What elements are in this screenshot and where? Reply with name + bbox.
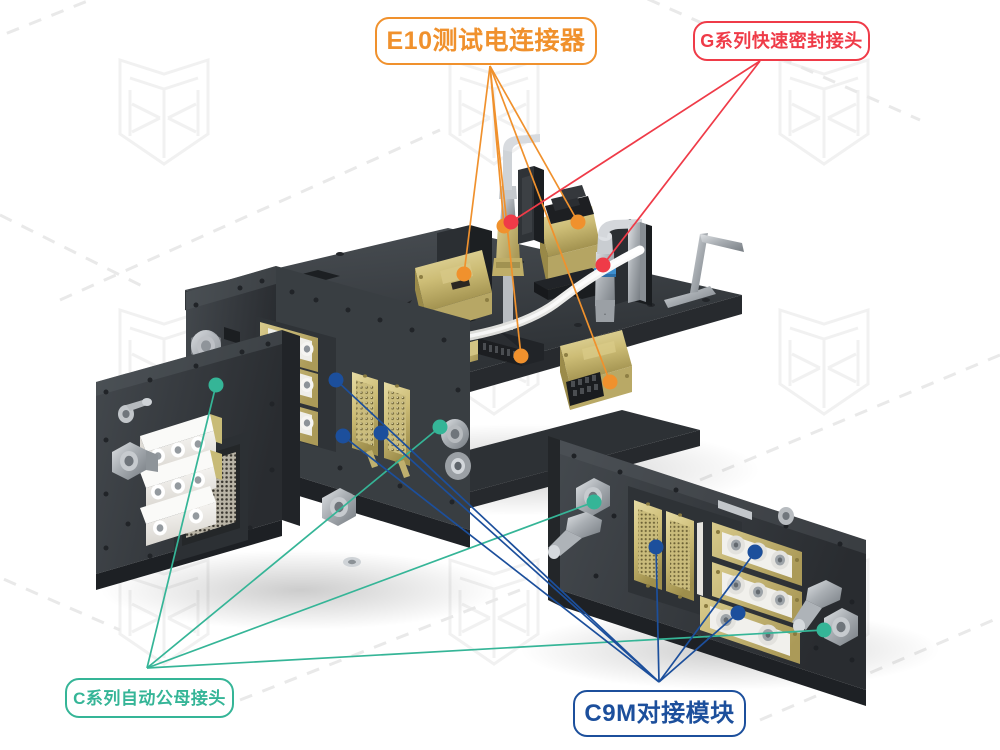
- marker-dot-e10-3: [513, 348, 529, 364]
- marker-dot-e10-0: [456, 266, 472, 282]
- leader-line-e10-2: [489, 65, 579, 223]
- right-panel-rail: [718, 500, 752, 520]
- callout-c-series[interactable]: C系列自动公母接头: [65, 678, 234, 718]
- marker-dot-c9m-1: [335, 428, 351, 444]
- leader-line-c-series-0: [146, 384, 217, 669]
- left-panel: [96, 330, 361, 590]
- callout-c-series-text: C系列自动公母接头: [73, 688, 226, 708]
- leader-line-c9m-3: [655, 546, 660, 683]
- marker-dot-c9m-3: [648, 539, 664, 555]
- leader-line-g-series-0: [510, 60, 761, 223]
- right-bolt-lower: [792, 580, 842, 633]
- callout-g-series-text: G系列快速密封接头: [700, 31, 863, 51]
- silver-bar-right: [628, 222, 646, 303]
- marker-dot-c-series-1: [432, 419, 448, 435]
- mid-pin-array-connector-a: [352, 372, 378, 456]
- left-small-fitting: [118, 398, 152, 423]
- leader-line-e10-3: [489, 65, 522, 357]
- callout-c9m[interactable]: C9M对接模块: [573, 690, 746, 737]
- callout-c9m-text: C9M对接模块: [584, 699, 735, 727]
- leader-line-e10-0: [463, 65, 491, 275]
- marker-dot-e10-4: [602, 374, 618, 390]
- callout-e10-text: E10测试电连接器: [386, 26, 586, 55]
- mid-bulkhead-fitting-lower: [445, 452, 471, 480]
- marker-dot-c9m-4: [747, 544, 763, 560]
- right-bulkhead-fitting-bottom: [824, 608, 858, 646]
- mid-pin-array-connector-b: [384, 382, 410, 466]
- leader-line-c9m-2: [380, 432, 660, 683]
- right-bolt-far: [778, 507, 794, 525]
- marker-dot-g-series-1: [595, 257, 611, 273]
- handle-bar-right: [664, 233, 744, 308]
- leader-line-c9m-4: [658, 551, 756, 683]
- right-bolt-upper: [548, 512, 602, 559]
- mid-bulkhead-fitting-bottom: [441, 419, 469, 449]
- callout-g-series[interactable]: G系列快速密封接头: [693, 21, 870, 61]
- marker-dot-e10-2: [570, 214, 586, 230]
- leader-line-c9m-1: [342, 435, 660, 683]
- leader-line-c9m-5: [658, 612, 739, 683]
- svg-text:•: •: [604, 312, 606, 318]
- right-gold-white-block-3: [700, 596, 800, 664]
- marker-dot-c-series-3: [816, 622, 832, 638]
- leader-line-c-series-1: [146, 426, 441, 669]
- vertical-post: [518, 166, 544, 244]
- right-pin-array-connector-a: [634, 500, 662, 590]
- right-gold-white-block-2: [712, 562, 802, 626]
- callout-e10[interactable]: E10测试电连接器: [375, 17, 597, 65]
- left-bulkhead-fitting: [112, 442, 158, 480]
- leader-line-g-series-1: [602, 60, 761, 266]
- marker-dot-c9m-5: [730, 605, 746, 621]
- marker-dot-c-series-0: [208, 377, 224, 393]
- marker-dot-c9m-0: [328, 372, 344, 388]
- leader-line-e10-4: [489, 65, 611, 383]
- right-pin-array-connector-b: [666, 511, 694, 601]
- marker-dot-c9m-2: [373, 425, 389, 441]
- gold-connector-box-right: [560, 330, 632, 410]
- marker-dot-g-series-0: [503, 214, 519, 230]
- leader-line-c-series-2: [146, 501, 595, 669]
- mid-panel: [186, 266, 471, 548]
- leader-line-c9m-0: [335, 379, 660, 683]
- marker-dot-c-series-2: [586, 494, 602, 510]
- left-white-block-3: [140, 486, 216, 546]
